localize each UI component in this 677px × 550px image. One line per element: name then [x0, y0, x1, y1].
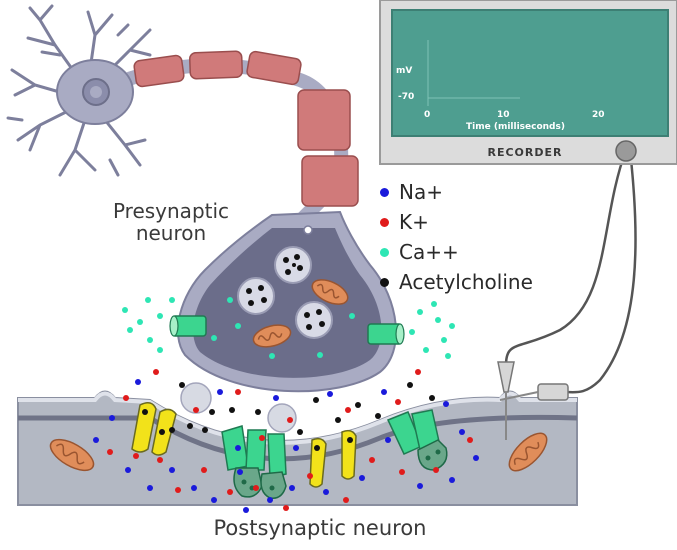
recorder-baseline-value: -70 [398, 92, 415, 102]
legend-item-na: Na+ [380, 180, 443, 204]
legend-item-ca: Ca++ [380, 240, 459, 264]
mitochondrion-terminal-bottom [252, 324, 292, 348]
legend-label-k: K+ [399, 210, 429, 234]
electrode-probe-horizontal [537, 383, 569, 401]
mitochondrion-left [49, 438, 95, 472]
recorder-x-axis-label: Time (milliseconds) [466, 122, 565, 132]
legend-label-ach: Acetylcholine [399, 270, 533, 294]
recorder-title: RECORDER [487, 146, 563, 159]
presynaptic-label-line2: neuron [135, 221, 207, 245]
dendrites [6, 4, 152, 177]
legend-dot-k [380, 217, 389, 227]
ion-channel [260, 433, 287, 499]
myelin-sheath [133, 50, 359, 207]
postsynaptic-inner-edge [18, 414, 578, 462]
postsynaptic-label: Postsynaptic neuron [213, 516, 427, 540]
synaptic-vesicle [274, 246, 312, 284]
electrode-probe-vertical [497, 361, 515, 393]
recorder-x-tick-0: 0 [424, 110, 431, 120]
legend-label-na: Na+ [399, 180, 443, 204]
recorder-x-tick-10: 10 [497, 110, 510, 120]
recorder-x-tick-20: 20 [592, 110, 605, 120]
legend-label-ca: Ca++ [399, 240, 459, 264]
legend-dot-ca [380, 247, 389, 257]
presynaptic-label-line1: Presynaptic [112, 199, 230, 223]
mitochondrion-terminal-top [311, 279, 349, 305]
recorder-y-unit: mV [396, 66, 413, 76]
recorder-screen [391, 9, 669, 137]
acetylcholine-molecules [159, 382, 435, 435]
ion-channel [386, 409, 448, 471]
potassium-ions [107, 369, 473, 511]
fusing-vesicle [180, 382, 297, 433]
recorder-input-jack [615, 140, 637, 162]
legend-item-k: K+ [380, 210, 429, 234]
sodium-ions [93, 379, 479, 513]
legend-dot-na [380, 187, 389, 197]
yellow-receptor [341, 429, 357, 480]
calcium-channel-left [169, 315, 207, 337]
synaptic-vesicle [237, 277, 275, 315]
presynaptic-label: Presynaptic neuron [96, 200, 246, 244]
axon-terminal-interior [193, 228, 382, 378]
postsynaptic-top-edge [18, 391, 577, 445]
synaptic-vesicle [295, 301, 333, 339]
mitochondrion-right [508, 432, 548, 472]
yellow-receptor [309, 437, 327, 488]
legend-dot-ach [380, 277, 389, 287]
calcium-channel-right [367, 323, 405, 345]
electrode-wires [497, 149, 637, 440]
presynaptic-neuron [6, 4, 405, 393]
calcium-ions [122, 297, 455, 359]
yellow-receptor [131, 402, 157, 453]
recorder [379, 0, 677, 165]
receptors [131, 402, 448, 499]
legend-item-ach: Acetylcholine [380, 270, 533, 294]
